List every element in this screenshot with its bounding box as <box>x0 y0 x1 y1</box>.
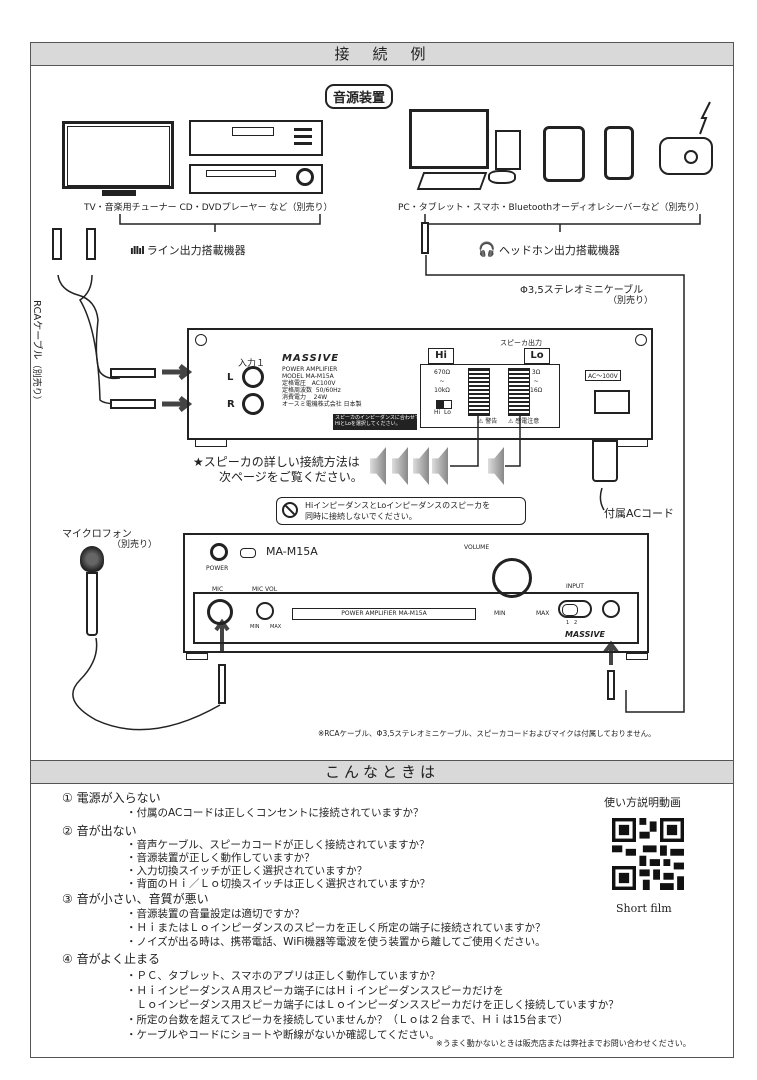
trouble-title-4: ④ 音がよく止まる <box>62 952 160 966</box>
tablet-icon <box>543 126 585 182</box>
rear-foot <box>616 440 648 447</box>
front-plate: POWER AMPLIFIER MA-M15A <box>292 608 476 620</box>
speaker-terminal-box <box>420 364 560 428</box>
qr-code-icon[interactable] <box>612 818 684 890</box>
speaker-out-label: スピーカ出力 <box>500 339 542 347</box>
ac-inlet[interactable] <box>594 390 630 414</box>
line-out-label: ıllıl ライン出力搭載機器 <box>130 244 246 257</box>
volume-min: MIN <box>494 610 506 617</box>
speaker-note: ★スピーカの詳しい接続方法は 次ページをご覧ください。 <box>193 455 363 484</box>
input-jack[interactable] <box>602 600 620 618</box>
mic-jack-label: MIC <box>212 586 224 593</box>
mic-note: （別売り） <box>112 540 158 550</box>
ac-cord-label: 付属ACコード <box>604 507 675 520</box>
trouble-title-2: ② 音が出ない <box>62 824 137 838</box>
qr-caption: Short film <box>616 902 672 915</box>
mic-vol-label: MIC VOL <box>252 586 278 593</box>
trouble-point: ・ノイズが出る時は、携帯電話、WiFi機器等電波を使う装置から離してご使用くださ… <box>126 936 546 948</box>
mic-vol-max: MAX <box>270 624 282 630</box>
input-1-label: 入力１ <box>238 359 266 369</box>
troubleshoot-heading: こんなときは <box>31 760 733 784</box>
rear-warning-box: スピーカのインピーダンスに合わせて HiとLoを選択してください。 <box>333 414 420 430</box>
input-r-label: R <box>227 399 235 410</box>
trouble-point: ・ＰＣ、タブレット、スマホのアプリは正しく動作していますか？ <box>126 970 441 982</box>
mic-label: マイクロフォン <box>62 529 132 540</box>
video-label: 使い方説明動画 <box>604 796 681 809</box>
headphone-icon: 🎧 <box>478 242 496 258</box>
mini-cable-note: （別売り） <box>608 296 654 306</box>
rca-cable-label: RCAケーブル（別売り） <box>31 300 42 405</box>
hi-impedance: 670Ω ~ 10kΩ <box>434 369 451 394</box>
mic-vol-min: MIN <box>250 624 260 630</box>
lo-badge: Lo <box>524 348 550 364</box>
ac-plug-icon <box>592 440 618 482</box>
speaker-terminal-hi[interactable] <box>468 368 490 416</box>
trouble-point: ・音源装置が正しく動作していますか？ <box>126 852 315 864</box>
input-switch[interactable] <box>558 600 592 618</box>
hi-lo-switch[interactable] <box>436 400 452 409</box>
front-brand: MASSIVE <box>565 630 606 639</box>
rca-jack-l[interactable] <box>242 366 264 388</box>
trouble-point: ・背面のＨｉ／Ｌｏ切換スイッチは正しく選択されていますか？ <box>126 878 431 890</box>
trouble-point: ・音源装置の音量設定は適切ですか？ <box>126 908 305 920</box>
front-foot <box>186 653 208 660</box>
rear-foot <box>195 440 227 447</box>
trouble-point: ・所定の台数を超えてスピーカを接続していませんか？（Ｌｏは２台まで、Ｈｉは15台… <box>126 1014 569 1026</box>
waveform-icon: ıllıl <box>130 244 147 257</box>
volume-label: VOLUME <box>464 544 490 551</box>
connection-heading: 接 続 例 <box>30 42 734 66</box>
mini-plug-icon <box>421 222 429 254</box>
screw-icon <box>635 334 647 346</box>
ac-label: AC～100V <box>585 370 621 381</box>
trouble-point: ・ＨｉインピーダンスＡ用スピーカ端子にはＨｉインピーダンススピーカだけを <box>126 985 504 997</box>
power-label: POWER <box>206 565 229 572</box>
mic-plug-icon <box>218 664 226 704</box>
trouble-point: ・ケーブルやコードにショートや断線がないか確認してください。 <box>126 1029 440 1041</box>
trouble-title-1: ① 電源が入らない <box>62 791 161 805</box>
caution-right: ⚠ 感電注意 <box>508 418 540 425</box>
headphone-devices-caption: PC・タブレット・スマホ・Bluetoothオーディオレシーバーなど（別売り） <box>398 203 705 213</box>
rear-panel <box>187 328 653 440</box>
mic-jack[interactable] <box>207 599 233 625</box>
prohibit-notice: HiインピーダンスとLoインピーダンスのスピーカを 同時に接続しないでください。 <box>276 497 526 525</box>
power-button[interactable] <box>210 543 228 561</box>
mic-vol-knob[interactable] <box>256 602 274 620</box>
lo-impedance: 3Ω ~ 16Ω <box>530 369 543 394</box>
screw-icon <box>195 334 207 346</box>
trouble-title-3: ③ 音が小さい、音質が悪い <box>62 892 209 906</box>
trouble-point: ・ＨｉまたはＬｏインピーダンスのスピーカを正しく所定の端子に接続されていますか？ <box>126 922 546 934</box>
rca-jack-r[interactable] <box>242 393 264 415</box>
switch-labels: Hi Lo <box>434 409 451 416</box>
trouble-point: ・音声ケーブル、スピーカコードが正しく接続されていますか？ <box>126 839 430 851</box>
bottom-note: ※うまく動かないときは販売店または弊社までお問い合わせください。 <box>436 1039 691 1048</box>
source-label: 音源装置 <box>325 84 394 109</box>
front-foot <box>626 653 648 660</box>
connection-footnote: ※RCAケーブル、Φ3,5ステレオミニケーブル、スピーカコードおよびマイクは付属… <box>318 729 656 738</box>
caution-left: ⚠ 警告 <box>478 418 498 425</box>
trouble-point: Ｌｏインピーダンス用スピーカ端子にはＬｏインピーダンススピーカだけを正しく接続し… <box>126 999 619 1011</box>
front-inner-panel <box>193 592 639 644</box>
line-devices-caption: TV・音楽用チューナー CD・DVDプレーヤー など（別売り） <box>84 203 333 213</box>
smartphone-icon <box>604 126 634 180</box>
headphone-out-label: 🎧 ヘッドホン出力搭載機器 <box>478 242 620 258</box>
input-switch-nums: 1 2 <box>566 620 578 626</box>
prohibit-icon <box>282 502 298 518</box>
spec-block: POWER AMPLIFIER MODEL MA-M15A 定格電圧 AC100… <box>282 366 362 408</box>
volume-knob[interactable] <box>492 558 532 598</box>
power-led-icon <box>240 548 256 558</box>
hi-badge: Hi <box>428 348 454 364</box>
volume-max: MAX <box>536 610 550 617</box>
input-label: INPUT <box>566 583 584 590</box>
input-plug-icon <box>607 670 615 700</box>
front-model: MA-M15A <box>266 545 318 558</box>
mini-cable-label: Φ3,5ステレオミニケーブル <box>520 285 644 296</box>
trouble-point: ・付属のACコードは正しくコンセントに接続されていますか？ <box>126 807 424 819</box>
rear-brand: MASSIVE <box>282 353 340 364</box>
front-panel <box>183 533 649 653</box>
input-l-label: L <box>227 372 234 383</box>
speaker-terminal-lo[interactable] <box>508 368 530 416</box>
trouble-point: ・入力切換スイッチが正しく選択されていますか？ <box>126 865 368 877</box>
